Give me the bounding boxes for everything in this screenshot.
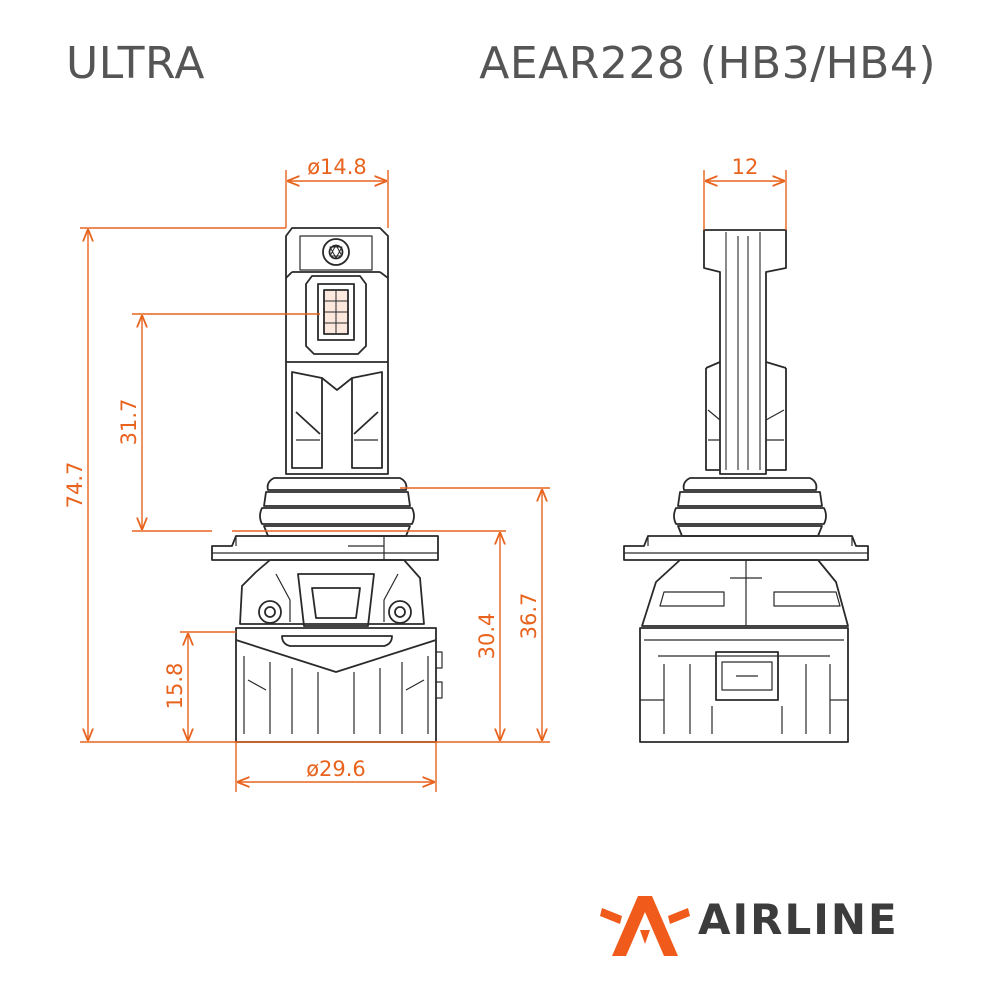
airline-logo-icon — [600, 896, 690, 956]
led-chip — [305, 275, 367, 355]
side-view — [623, 229, 869, 743]
front-left-screw — [258, 600, 282, 624]
side-head — [703, 229, 787, 475]
model-title: AEAR228 (HB3/HB4) — [479, 38, 936, 89]
front-collar — [266, 477, 408, 491]
side-collar — [682, 477, 818, 491]
front-head-body — [285, 227, 389, 475]
front-flange — [211, 535, 439, 561]
dim-driver-height: 15.8 — [163, 663, 187, 710]
front-driver-top — [239, 559, 425, 625]
dim-head-diameter: ø14.8 — [307, 155, 367, 179]
brand-name: AIRLINE — [698, 895, 899, 944]
dim-total-length: 74.7 — [63, 462, 87, 509]
side-driver-base — [639, 627, 849, 743]
side-driver-top — [641, 559, 849, 627]
front-right-screw — [388, 600, 412, 624]
dim-head-width-side: 12 — [732, 155, 759, 179]
dimension-lines — [80, 170, 787, 792]
dimension-labels: ø14.8 12 74.7 31.7 30.4 36.7 15.8 ø29.6 — [63, 155, 758, 781]
side-flange — [623, 535, 869, 561]
dim-base-diameter: ø29.6 — [306, 757, 366, 781]
front-view — [211, 227, 443, 743]
dim-collar-to-base: 36.7 — [517, 593, 541, 640]
front-top-screw — [322, 238, 350, 266]
dim-led-to-flange: 31.7 — [117, 399, 141, 446]
dim-flange-to-base: 30.4 — [475, 613, 499, 660]
series-title: ULTRA — [66, 38, 205, 89]
